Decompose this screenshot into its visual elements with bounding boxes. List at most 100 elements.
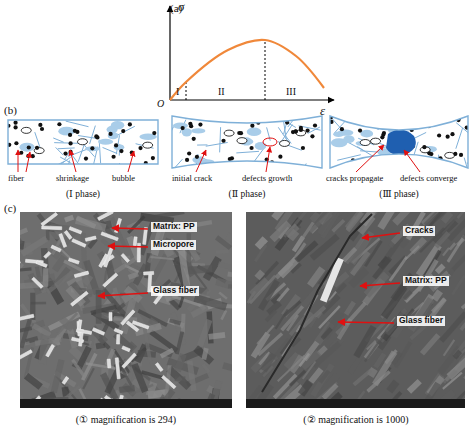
particle-dot	[427, 151, 431, 155]
particle-dot	[269, 165, 273, 169]
stress-curve	[170, 40, 324, 100]
leader-line	[26, 152, 30, 172]
particle-dot	[185, 158, 189, 162]
phase-caption: (Ⅰ phase)	[66, 189, 100, 200]
shrinkage-void	[331, 138, 348, 147]
particle-dot	[128, 122, 132, 126]
shrinkage-void	[98, 139, 113, 145]
fiber-line	[456, 128, 463, 149]
particle-dot	[221, 139, 225, 143]
fiber-line	[296, 163, 306, 184]
image-annotation: Glass fiber	[397, 316, 445, 326]
shrinkage-void	[58, 127, 75, 136]
particle-dot	[13, 121, 17, 125]
leader-line	[196, 150, 206, 172]
bubble	[77, 139, 87, 145]
phase-schematic	[6, 120, 158, 177]
particle-dot	[152, 131, 156, 135]
particle-dot	[90, 146, 94, 150]
particle-dot	[198, 122, 202, 126]
pointer-arrow	[98, 293, 148, 296]
particle-dot	[27, 145, 31, 149]
bubble	[360, 140, 370, 146]
shrinkage-void	[85, 146, 100, 151]
fiber-line	[66, 121, 89, 127]
particle-dot	[68, 133, 72, 137]
particle-dot	[13, 125, 17, 129]
particle-dot	[422, 145, 426, 149]
fiber-line	[169, 127, 174, 137]
particle-dot	[119, 149, 123, 153]
shrinkage-void	[191, 128, 205, 133]
pointer-arrow	[108, 246, 148, 247]
phase-outline	[330, 116, 468, 168]
bubble	[237, 138, 247, 144]
y-axis	[169, 6, 170, 100]
particle-dot	[294, 129, 298, 133]
x-axis	[170, 99, 334, 100]
image-annotation: Matrix: PP	[151, 222, 197, 232]
fiber-line	[197, 144, 207, 145]
stage-divider	[186, 82, 187, 100]
image-annotation: Micropore	[151, 240, 196, 250]
fiber-line	[219, 127, 221, 152]
particle-dot	[187, 151, 191, 155]
pointer-arrow	[362, 233, 400, 238]
fiber-line	[35, 132, 40, 147]
particle-dot	[450, 132, 454, 136]
pointer-arrow	[360, 283, 400, 286]
particle-dot	[437, 133, 441, 137]
leader-line	[266, 147, 270, 172]
phase-schematic	[167, 114, 322, 184]
part-label: shrinkage	[56, 174, 89, 184]
pointer-arrow	[112, 228, 148, 229]
particle-dot	[278, 155, 282, 159]
image-caption: (① magnification is 294)	[76, 414, 176, 426]
image-annotation: Cracks	[403, 226, 435, 236]
crack-line	[262, 214, 372, 392]
converged-defect	[386, 129, 416, 155]
particle-dot	[84, 156, 88, 160]
leader-line	[356, 145, 384, 172]
fiber-line	[372, 155, 383, 172]
particle-dot	[249, 146, 253, 150]
shrinkage-void	[255, 142, 267, 150]
fiber-line	[401, 168, 423, 170]
particle-dot	[109, 132, 113, 136]
image-annotation: Glass fiber	[151, 286, 199, 296]
fiber-line	[53, 138, 63, 142]
particle-dot	[38, 123, 42, 127]
particle-dot	[294, 129, 298, 133]
pointer-arrow	[338, 322, 394, 323]
leader-line	[404, 150, 420, 172]
particle-dot	[459, 153, 463, 157]
particle-dot	[313, 123, 317, 127]
particle-dot	[151, 156, 155, 160]
particle-dot	[425, 162, 429, 166]
bubble	[224, 130, 234, 136]
shrinkage-void	[111, 121, 124, 129]
fiber-line	[58, 147, 75, 149]
particle-dot	[68, 141, 72, 145]
particle-dot	[73, 129, 77, 133]
particle-dot	[213, 114, 217, 118]
particle-dot	[446, 135, 450, 139]
bubble	[21, 127, 31, 133]
phase-schematic	[329, 115, 474, 182]
particle-dot	[274, 164, 278, 168]
shrinkage-void	[247, 127, 262, 136]
particle-dot	[358, 129, 362, 133]
bubble	[143, 142, 153, 148]
fiber-line	[284, 116, 289, 134]
origin-label: O	[157, 98, 164, 110]
sem-micrograph	[0, 210, 254, 434]
shrinkage-void	[360, 130, 373, 138]
particle-dot	[259, 115, 263, 119]
particle-dot	[310, 134, 314, 138]
particle-dot	[192, 137, 196, 141]
sem-micrograph	[246, 186, 474, 412]
phase-outline	[8, 120, 158, 164]
particle-dot	[40, 127, 44, 131]
